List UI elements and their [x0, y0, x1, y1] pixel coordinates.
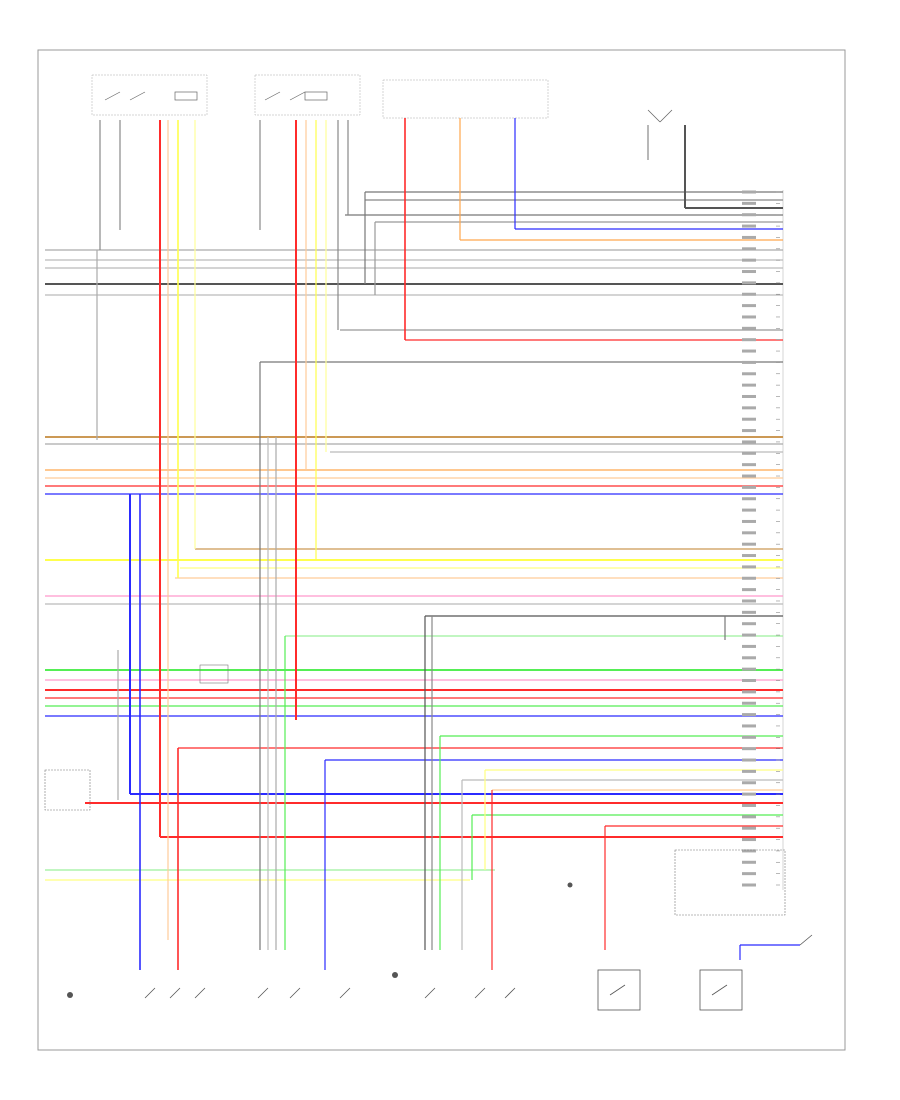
right-module-box: [674, 849, 786, 916]
connector-pin: [742, 463, 756, 467]
connector-pin: [742, 872, 756, 876]
wires-vertical: [96, 118, 800, 970]
connector-pin: [742, 304, 756, 308]
connector-pin: [742, 622, 756, 626]
connector-pin: [742, 315, 756, 319]
connector-pin: [742, 554, 756, 558]
switch-glyphs-top: [104, 91, 328, 101]
connector-pin: [742, 406, 756, 410]
relay-box: [199, 664, 229, 684]
connector-pin: [742, 213, 756, 217]
connector-pin: [742, 258, 756, 262]
connector-pin: [742, 667, 756, 671]
connector-pin: [742, 883, 756, 887]
ground-3: [567, 882, 573, 888]
ground-symbols: [67, 882, 573, 998]
connector-pin: [742, 542, 756, 546]
connector-pin: [742, 781, 756, 785]
connector-pin: [742, 451, 756, 455]
connector-pin: [742, 235, 756, 239]
connector-pin: [742, 326, 756, 330]
ground-2: [392, 972, 398, 978]
connector-pin: [742, 508, 756, 512]
connector-pin: [742, 531, 756, 535]
connector-pin: [742, 349, 756, 353]
connector-pin: [742, 724, 756, 728]
connector-pin: [742, 281, 756, 285]
connector-pin: [742, 633, 756, 637]
connector-pin: [742, 735, 756, 739]
diagram-frame: [37, 49, 846, 1051]
connector-pin: [742, 224, 756, 228]
connector-pin: [742, 576, 756, 580]
fuse-box: [382, 79, 549, 119]
connector-pin: [742, 360, 756, 364]
connector-pin: [742, 860, 756, 864]
connector-pin: [742, 588, 756, 592]
connector-pin: [742, 429, 756, 433]
connector-pins: [742, 190, 780, 887]
connector-pin: [742, 679, 756, 683]
connector-pin: [742, 417, 756, 421]
connector-pin: [742, 394, 756, 398]
connector-pin: [742, 201, 756, 205]
connector-pin: [742, 485, 756, 489]
connector-pin: [742, 838, 756, 842]
connector-pin: [742, 656, 756, 660]
connector-pin: [742, 826, 756, 830]
connector-pin: [742, 849, 756, 853]
connector-pin: [742, 292, 756, 296]
connector-pin: [742, 440, 756, 444]
connector-pin: [742, 372, 756, 376]
connector-pin: [742, 497, 756, 501]
connector-pin: [742, 758, 756, 762]
connector-pin: [742, 383, 756, 387]
connector-pin: [742, 610, 756, 614]
connector-pin: [742, 815, 756, 819]
lf-door-switch: [91, 74, 208, 116]
connector-pin: [742, 644, 756, 648]
connector-pin: [742, 803, 756, 807]
wires-horizontal: [45, 191, 783, 881]
left-door-sensor-box: [44, 769, 91, 811]
connector-pin: [742, 338, 756, 342]
connector-pin: [742, 565, 756, 569]
ground-1: [67, 992, 73, 998]
connector-pin: [742, 701, 756, 705]
mid-components: [44, 664, 786, 916]
connector-pin: [742, 713, 756, 717]
connector-pin: [742, 769, 756, 773]
connector-pin: [742, 519, 756, 523]
connector-pin: [742, 690, 756, 694]
connector-pin: [742, 792, 756, 796]
connector-pin: [742, 270, 756, 274]
bottom-switch-symbols: [144, 934, 813, 1011]
connector-pin: [742, 599, 756, 603]
connector-pin: [742, 247, 756, 251]
top-right-sensor: [647, 109, 673, 123]
connector-pin: [742, 190, 756, 194]
connector-pin: [742, 747, 756, 751]
connector-pin: [742, 474, 756, 478]
lr-door-switch: [254, 74, 361, 116]
